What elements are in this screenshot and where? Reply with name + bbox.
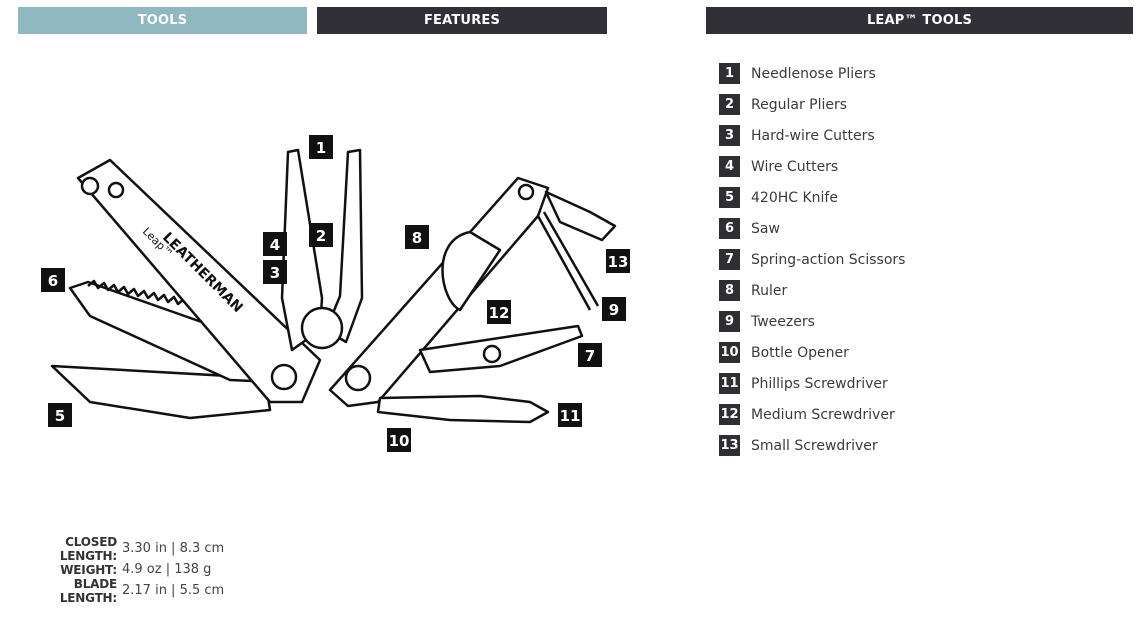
- tool-name: Spring-action Scissors: [751, 251, 906, 268]
- callout-1: 1: [309, 135, 333, 159]
- callout-7: 7: [578, 343, 602, 367]
- plier-jaw-right: [324, 148, 364, 344]
- svg-text:9: 9: [609, 301, 619, 319]
- tool-number-badge: 10: [719, 342, 740, 363]
- tool-number-badge: 2: [719, 94, 740, 115]
- scissors: [418, 324, 584, 374]
- list-item: 5 420HC Knife: [719, 182, 905, 213]
- tool-number-badge: 3: [719, 125, 740, 146]
- svg-text:4: 4: [270, 236, 280, 254]
- callout-10: 10: [387, 428, 411, 452]
- panel-title: LEAP™ TOOLS: [706, 7, 1133, 34]
- spec-value: 3.30 in | 8.3 cm: [122, 541, 225, 556]
- list-item: 12 Medium Screwdriver: [719, 399, 905, 430]
- svg-text:12: 12: [489, 304, 510, 322]
- handle-hole: [80, 176, 100, 196]
- main-pivot-left: [270, 363, 298, 391]
- spec-label: WEIGHT:: [60, 562, 117, 577]
- spec-value: 4.9 oz | 138 g: [122, 562, 212, 577]
- tool-number-badge: 1: [719, 63, 740, 84]
- tool-number-badge: 12: [719, 404, 740, 425]
- tool-number-badge: 4: [719, 156, 740, 177]
- callout-3: 3: [263, 260, 287, 284]
- scissor-pivot: [482, 344, 502, 364]
- callout-5: 5: [48, 403, 72, 427]
- list-item: 9 Tweezers: [719, 306, 905, 337]
- svg-text:1: 1: [316, 139, 326, 157]
- tool-name: Regular Pliers: [751, 96, 848, 113]
- list-item: 7 Spring-action Scissors: [719, 244, 905, 275]
- tool-name: Hard-wire Cutters: [751, 127, 875, 144]
- callout-12: 12: [487, 300, 511, 324]
- tool-name: Small Screwdriver: [751, 437, 878, 454]
- tool-name: Saw: [751, 220, 780, 237]
- tool-number-badge: 9: [719, 311, 740, 332]
- tools-list: 1 Needlenose Pliers 2 Regular Pliers 3 Hard…: [719, 58, 905, 461]
- tool-name: Wire Cutters: [751, 158, 839, 175]
- specs-table: CLOSED LENGTH: 3.30 in | 8.3 cm WEIGHT: 4.…: [18, 535, 225, 605]
- callout-13: 13: [606, 249, 630, 273]
- svg-text:7: 7: [585, 347, 595, 365]
- tool-number-badge: 6: [719, 218, 740, 239]
- tool-name: Phillips Screwdriver: [751, 375, 888, 392]
- tool-name: Tweezers: [751, 313, 815, 330]
- main-pivot-right: [344, 364, 372, 392]
- list-item: 6 Saw: [719, 213, 905, 244]
- list-item: 1 Needlenose Pliers: [719, 58, 905, 89]
- spec-label: BLADE LENGTH:: [59, 576, 117, 605]
- list-item: 4 Wire Cutters: [719, 151, 905, 182]
- svg-text:8: 8: [412, 229, 422, 247]
- tool-name: Bottle Opener: [751, 344, 849, 361]
- list-item: 11 Phillips Screwdriver: [719, 368, 905, 399]
- svg-text:6: 6: [48, 272, 58, 290]
- tool-number-badge: 7: [719, 249, 740, 270]
- callout-4: 4: [263, 232, 287, 256]
- tab-tools[interactable]: TOOLS: [18, 7, 307, 34]
- spec-value: 2.17 in | 5.5 cm: [122, 583, 225, 598]
- list-item: 13 Small Screwdriver: [719, 430, 905, 461]
- list-item: 3 Hard-wire Cutters: [719, 120, 905, 151]
- saw-teeth: [87, 279, 190, 307]
- svg-text:5: 5: [55, 407, 65, 425]
- spec-label: CLOSED LENGTH:: [59, 534, 117, 563]
- tool-name: Ruler: [751, 282, 788, 299]
- tab-features[interactable]: FEATURES: [317, 7, 607, 34]
- list-item: 10 Bottle Opener: [719, 337, 905, 368]
- multitool-diagram: LEATHERMAN Leap™ 1 2 3 4 5 6 7 8 9 10 11…: [41, 135, 630, 452]
- left-handle: [76, 158, 322, 404]
- svg-text:11: 11: [560, 407, 581, 425]
- svg-text:2: 2: [316, 227, 326, 245]
- svg-text:3: 3: [270, 264, 280, 282]
- tool-name: Needlenose Pliers: [751, 65, 876, 82]
- tool-name: 420HC Knife: [751, 189, 838, 206]
- spec-row: WEIGHT: 4.9 oz | 138 g: [18, 559, 224, 580]
- tool-number-badge: 13: [719, 435, 740, 456]
- handle-rivet: [107, 181, 125, 199]
- tool-number-badge: 5: [719, 187, 740, 208]
- ruler: [441, 230, 502, 312]
- spec-row: BLADE LENGTH: 2.17 in | 5.5 cm: [18, 577, 225, 605]
- small-driver: [544, 190, 617, 242]
- callout-9: 9: [602, 297, 626, 321]
- callout-11: 11: [558, 403, 582, 427]
- pivot-circle: [300, 306, 344, 350]
- phillips-driver: [376, 394, 550, 424]
- handle-rivet: [517, 183, 535, 201]
- list-item: 8 Ruler: [719, 275, 905, 306]
- tweezers: [536, 211, 600, 311]
- tool-number-badge: 8: [719, 280, 740, 301]
- tool-name: Medium Screwdriver: [751, 406, 895, 423]
- svg-text:10: 10: [389, 432, 410, 450]
- callout-2: 2: [309, 223, 333, 247]
- spec-row: CLOSED LENGTH: 3.30 in | 8.3 cm: [18, 535, 225, 563]
- svg-text:13: 13: [608, 253, 629, 271]
- callout-6: 6: [41, 268, 65, 292]
- list-item: 2 Regular Pliers: [719, 89, 905, 120]
- tool-number-badge: 11: [719, 373, 740, 394]
- callout-8: 8: [405, 225, 429, 249]
